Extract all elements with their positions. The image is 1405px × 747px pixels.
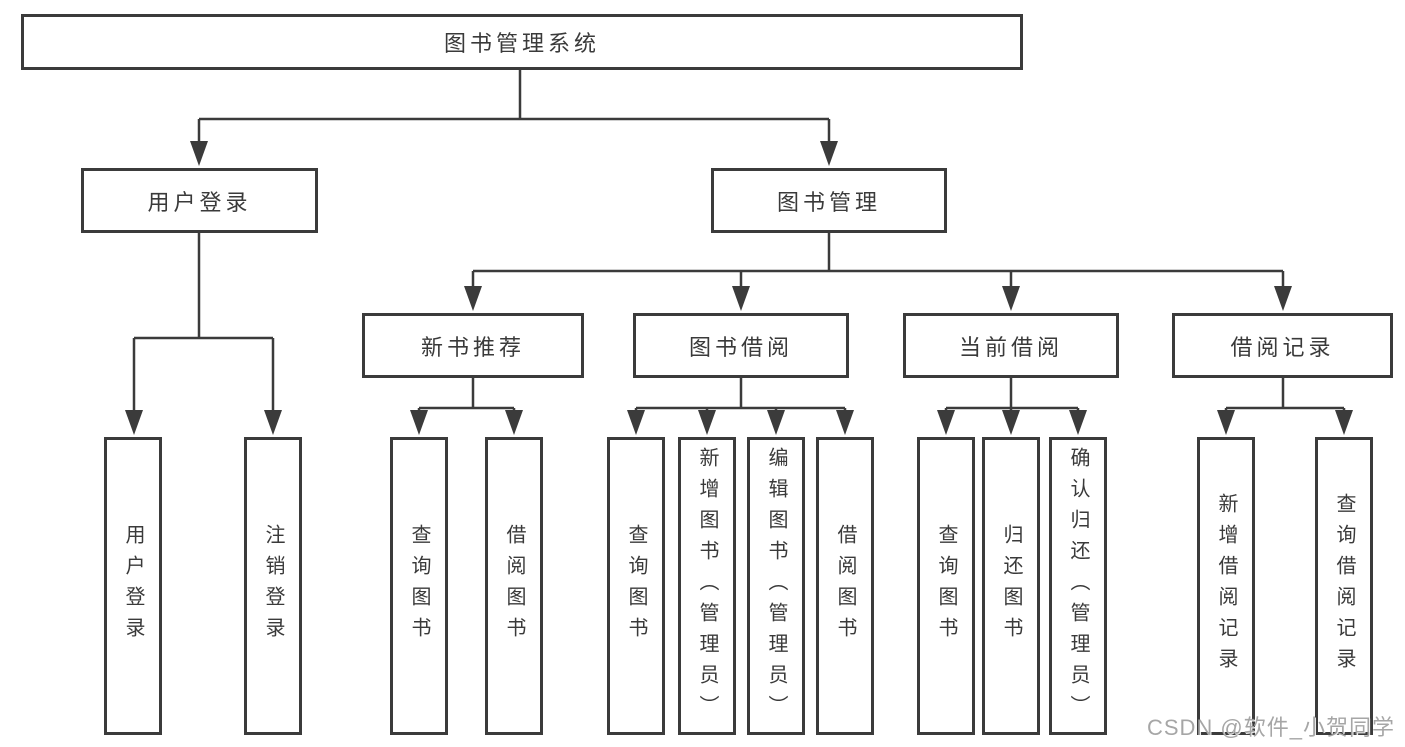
node-current-borrowing-label: 当前借阅 — [958, 334, 1063, 360]
leaf-logout: 注销登录 — [244, 437, 302, 735]
leaf-logout-label: 注销登录 — [262, 524, 284, 648]
node-book-management: 图书管理 — [711, 168, 947, 233]
node-new-book-recommend-label: 新书推荐 — [420, 334, 525, 360]
leaf-current-query-books-label: 查询图书 — [935, 524, 957, 648]
leaf-confirm-return-admin: 确认归还（管理员） — [1049, 437, 1107, 735]
leaf-query-borrow-record: 查询借阅记录 — [1315, 437, 1373, 735]
leaf-query-borrow-record-label: 查询借阅记录 — [1333, 493, 1355, 679]
node-book-management-label: 图书管理 — [776, 189, 881, 215]
leaf-current-query-books: 查询图书 — [917, 437, 975, 735]
leaf-borrow-books-label: 借阅图书 — [834, 524, 856, 648]
leaf-add-borrow-record: 新增借阅记录 — [1197, 437, 1255, 735]
leaf-user-login-label: 用户登录 — [122, 524, 144, 648]
leaf-add-books-admin-label: 新增图书（管理员） — [696, 446, 718, 726]
node-root-label: 图书管理系统 — [443, 31, 600, 56]
leaf-borrow-books: 借阅图书 — [816, 437, 874, 735]
node-user-login: 用户登录 — [81, 168, 318, 233]
leaf-add-borrow-record-label: 新增借阅记录 — [1215, 493, 1237, 679]
leaf-recommend-borrow-books: 借阅图书 — [485, 437, 543, 735]
leaf-recommend-borrow-books-label: 借阅图书 — [503, 524, 525, 648]
leaf-return-books-label: 归还图书 — [1000, 524, 1022, 648]
node-root: 图书管理系统 — [21, 14, 1023, 70]
leaf-edit-books-admin: 编辑图书（管理员） — [747, 437, 805, 735]
node-borrowing-records-label: 借阅记录 — [1230, 334, 1335, 360]
leaf-recommend-query-books: 查询图书 — [390, 437, 448, 735]
leaf-return-books: 归还图书 — [982, 437, 1040, 735]
node-book-borrowing-label: 图书借阅 — [688, 334, 793, 360]
leaf-borrow-query-books: 查询图书 — [607, 437, 665, 735]
node-book-borrowing: 图书借阅 — [633, 313, 849, 378]
node-new-book-recommend: 新书推荐 — [362, 313, 584, 378]
csdn-watermark: CSDN @软件_小贺同学 — [1146, 715, 1395, 740]
node-current-borrowing: 当前借阅 — [903, 313, 1119, 378]
leaf-confirm-return-admin-label: 确认归还（管理员） — [1067, 446, 1089, 726]
leaf-add-books-admin: 新增图书（管理员） — [678, 437, 736, 735]
leaf-user-login: 用户登录 — [104, 437, 162, 735]
leaf-edit-books-admin-label: 编辑图书（管理员） — [765, 446, 787, 726]
leaf-borrow-query-books-label: 查询图书 — [625, 524, 647, 648]
node-borrowing-records: 借阅记录 — [1172, 313, 1393, 378]
arrowheads — [125, 141, 1353, 435]
node-user-login-label: 用户登录 — [147, 189, 252, 215]
leaf-recommend-query-books-label: 查询图书 — [408, 524, 430, 648]
